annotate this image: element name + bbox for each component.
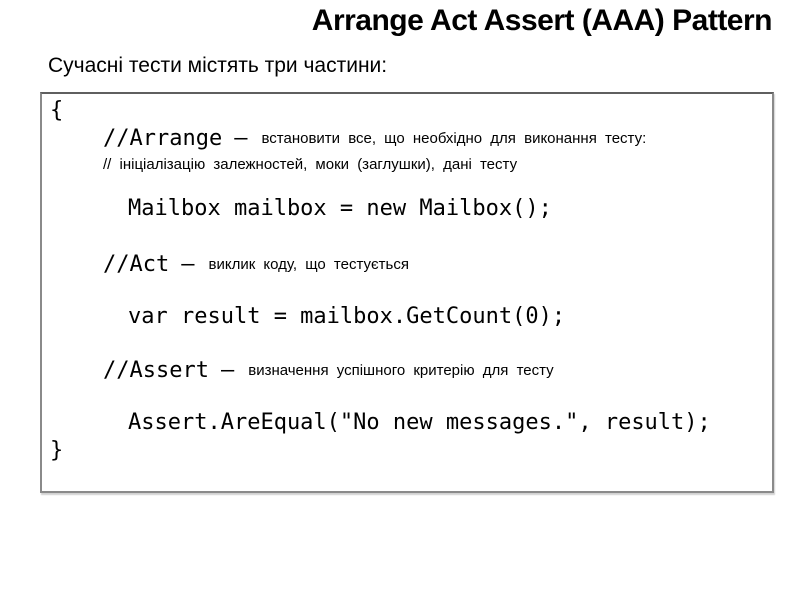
arrange-annotation: встановити все, що необхідно для виконан…: [261, 130, 647, 147]
arrange-comment-line: //Arrange–встановити все, що необхідно д…: [42, 126, 772, 152]
act-comment-keyword: //Act: [103, 252, 170, 277]
slide-subtitle: Сучасні тести містять три частини:: [48, 54, 388, 77]
slide-title: Arrange Act Assert (AAA) Pattern: [311, 4, 773, 37]
code-close-brace: }: [50, 438, 64, 463]
code-open-brace: {: [50, 98, 64, 123]
arrange-detail-comment: // ініціалізацію залежностей, моки (загл…: [103, 156, 518, 173]
assert-dash: –: [220, 358, 235, 383]
assert-statement: Assert.AreEqual("No new messages.", resu…: [128, 410, 711, 435]
arrange-statement: Mailbox mailbox = new Mailbox();: [128, 196, 552, 221]
assert-comment-keyword: //Assert: [103, 358, 209, 383]
act-annotation: виклик коду, що тестується: [208, 256, 409, 273]
code-block: { //Arrange–встановити все, що необхідно…: [40, 92, 774, 493]
arrange-comment-keyword: //Arrange: [103, 126, 223, 151]
act-dash: –: [181, 252, 195, 277]
act-statement: var result = mailbox.GetCount(0);: [128, 304, 566, 329]
assert-annotation: визначення успішного критерію для тесту: [248, 362, 554, 379]
assert-comment-line: //Assert–визначення успішного критерію д…: [42, 358, 772, 384]
act-comment-line: //Act–виклик коду, що тестується: [42, 252, 772, 278]
arrange-dash: –: [234, 126, 248, 151]
